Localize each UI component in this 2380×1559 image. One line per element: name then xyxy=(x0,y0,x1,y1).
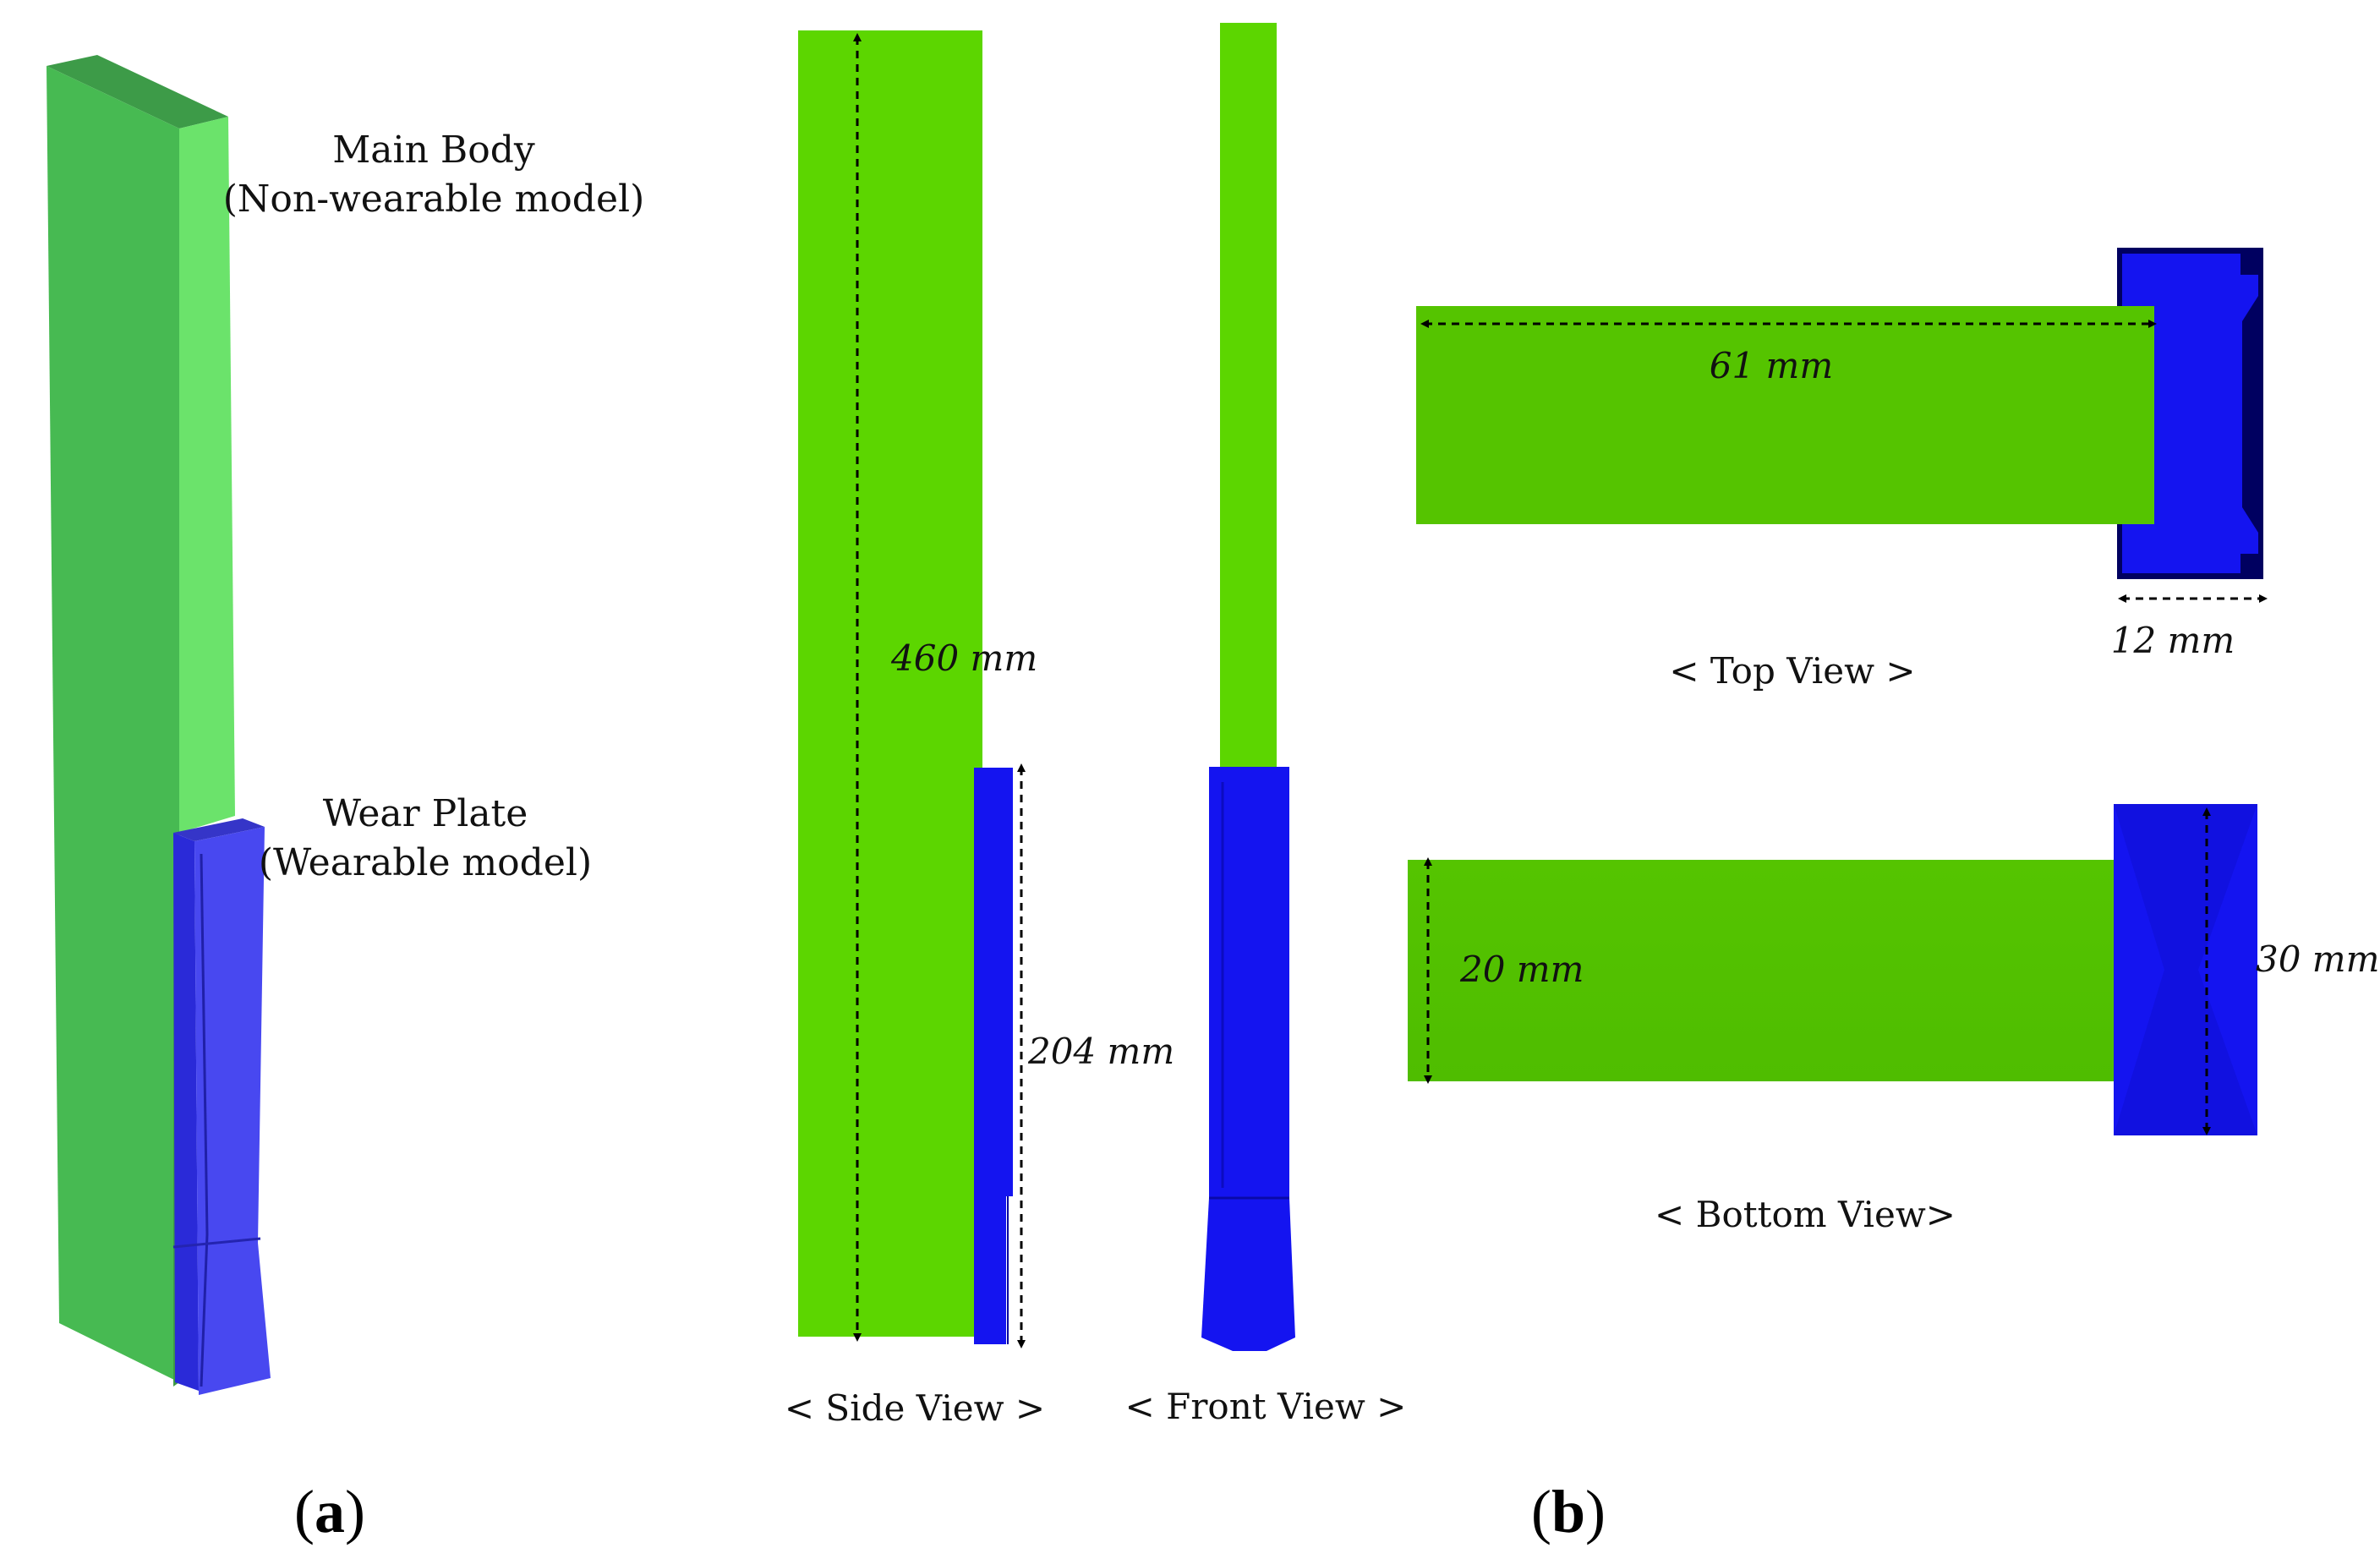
front-wear-plate xyxy=(1209,767,1289,1198)
main-body-front-face xyxy=(47,66,179,1382)
bottom-view-label: < Bottom View> xyxy=(1655,1194,1956,1235)
wear-plate-step-line xyxy=(172,1237,261,1249)
bottom-wear-plate-shade xyxy=(2114,804,2257,1135)
side-wear-plate-notch xyxy=(1006,1196,1015,1344)
dim-12-label: 12 mm xyxy=(2111,620,2235,661)
main-body-label: Main Body xyxy=(332,129,535,172)
top-view-label: < Top View > xyxy=(1669,650,1915,692)
side-view-label: < Side View > xyxy=(785,1387,1045,1429)
wear-plate-label: Wear Plate xyxy=(323,792,528,835)
main-body-sublabel: (Non-wearable model) xyxy=(223,178,644,221)
wear-plate-sublabel: (Wearable model) xyxy=(259,841,592,884)
side-view: 460 mm 204 mm < Side View > xyxy=(785,30,1174,1429)
dim-204-label: 204 mm xyxy=(1027,1031,1174,1072)
top-view: 61 mm 12 mm < Top View > xyxy=(1416,248,2268,692)
front-view: < Front View > xyxy=(1125,23,1407,1427)
top-wear-plate-inner-bot xyxy=(2240,554,2258,573)
wear-plate-edge-line xyxy=(200,853,209,1387)
panel-a-caption: (a) xyxy=(294,1478,365,1545)
panel-b-caption: (b) xyxy=(1531,1478,1606,1545)
main-body-side-face xyxy=(179,117,235,833)
top-wear-plate-recess xyxy=(2242,296,2258,533)
dim-460-label: 460 mm xyxy=(890,637,1037,679)
dim-30-label: 30 mm xyxy=(2256,938,2379,980)
top-wear-plate-inner-top xyxy=(2240,254,2258,275)
side-main-body xyxy=(798,30,982,1337)
front-view-label: < Front View > xyxy=(1125,1386,1407,1427)
dim-20-label: 20 mm xyxy=(1459,949,1584,990)
top-main-body xyxy=(1416,306,2154,524)
wear-plate-front xyxy=(173,833,199,1391)
main-body-top-face xyxy=(47,55,228,129)
wear-plate-side xyxy=(194,827,271,1395)
bottom-view: 20 mm 30 mm < Bottom View> xyxy=(1408,804,2379,1235)
panel-a-3d-model: Main Body (Non-wearable model) Wear Plat… xyxy=(47,55,644,1545)
bottom-main-body xyxy=(1408,860,2125,1081)
front-wear-plate-bottom xyxy=(1201,1198,1295,1351)
dim-61-label: 61 mm xyxy=(1710,345,1833,386)
wear-plate-top xyxy=(173,818,265,841)
front-main-body xyxy=(1220,23,1277,767)
